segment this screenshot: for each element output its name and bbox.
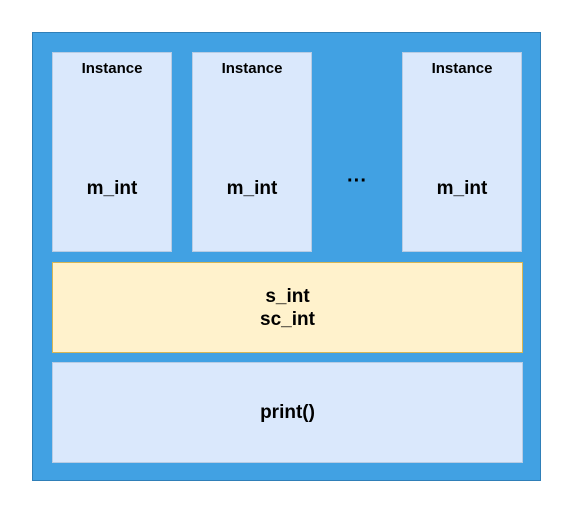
static-member: s_int <box>265 285 310 307</box>
instance-box-2: Instance m_int <box>192 52 312 252</box>
instance-member: m_int <box>226 178 278 199</box>
instance-title: Instance <box>221 60 283 77</box>
instance-box-1: Instance m_int <box>52 52 172 252</box>
instance-title: Instance <box>81 60 143 77</box>
instance-member: m_int <box>86 178 138 199</box>
instance-box-3: Instance m_int <box>402 52 522 252</box>
static-members-box: s_int sc_int <box>52 262 523 353</box>
method-label: print() <box>260 401 315 423</box>
method-box: print() <box>52 362 523 463</box>
ellipsis: ··· <box>347 170 367 192</box>
instance-title: Instance <box>431 60 493 77</box>
static-const-member: sc_int <box>260 308 315 330</box>
instance-member: m_int <box>436 178 488 199</box>
